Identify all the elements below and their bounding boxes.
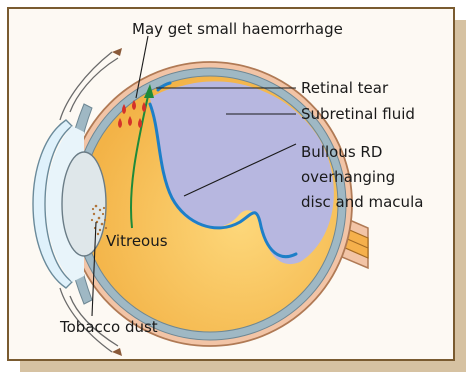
label-tobacco-dust: Tobacco dust [59, 318, 158, 336]
label-disc-macula: disc and macula [301, 193, 423, 211]
label-overhanging: overhanging [301, 168, 395, 186]
label-bullous-rd: Bullous RD [301, 143, 382, 161]
lens [62, 152, 106, 256]
label-vitreous: Vitreous [106, 232, 168, 250]
label-haemorrhage: May get small haemorrhage [132, 20, 343, 38]
label-subretinal-fluid: Subretinal fluid [301, 105, 415, 123]
label-retinal-tear: Retinal tear [301, 79, 389, 97]
